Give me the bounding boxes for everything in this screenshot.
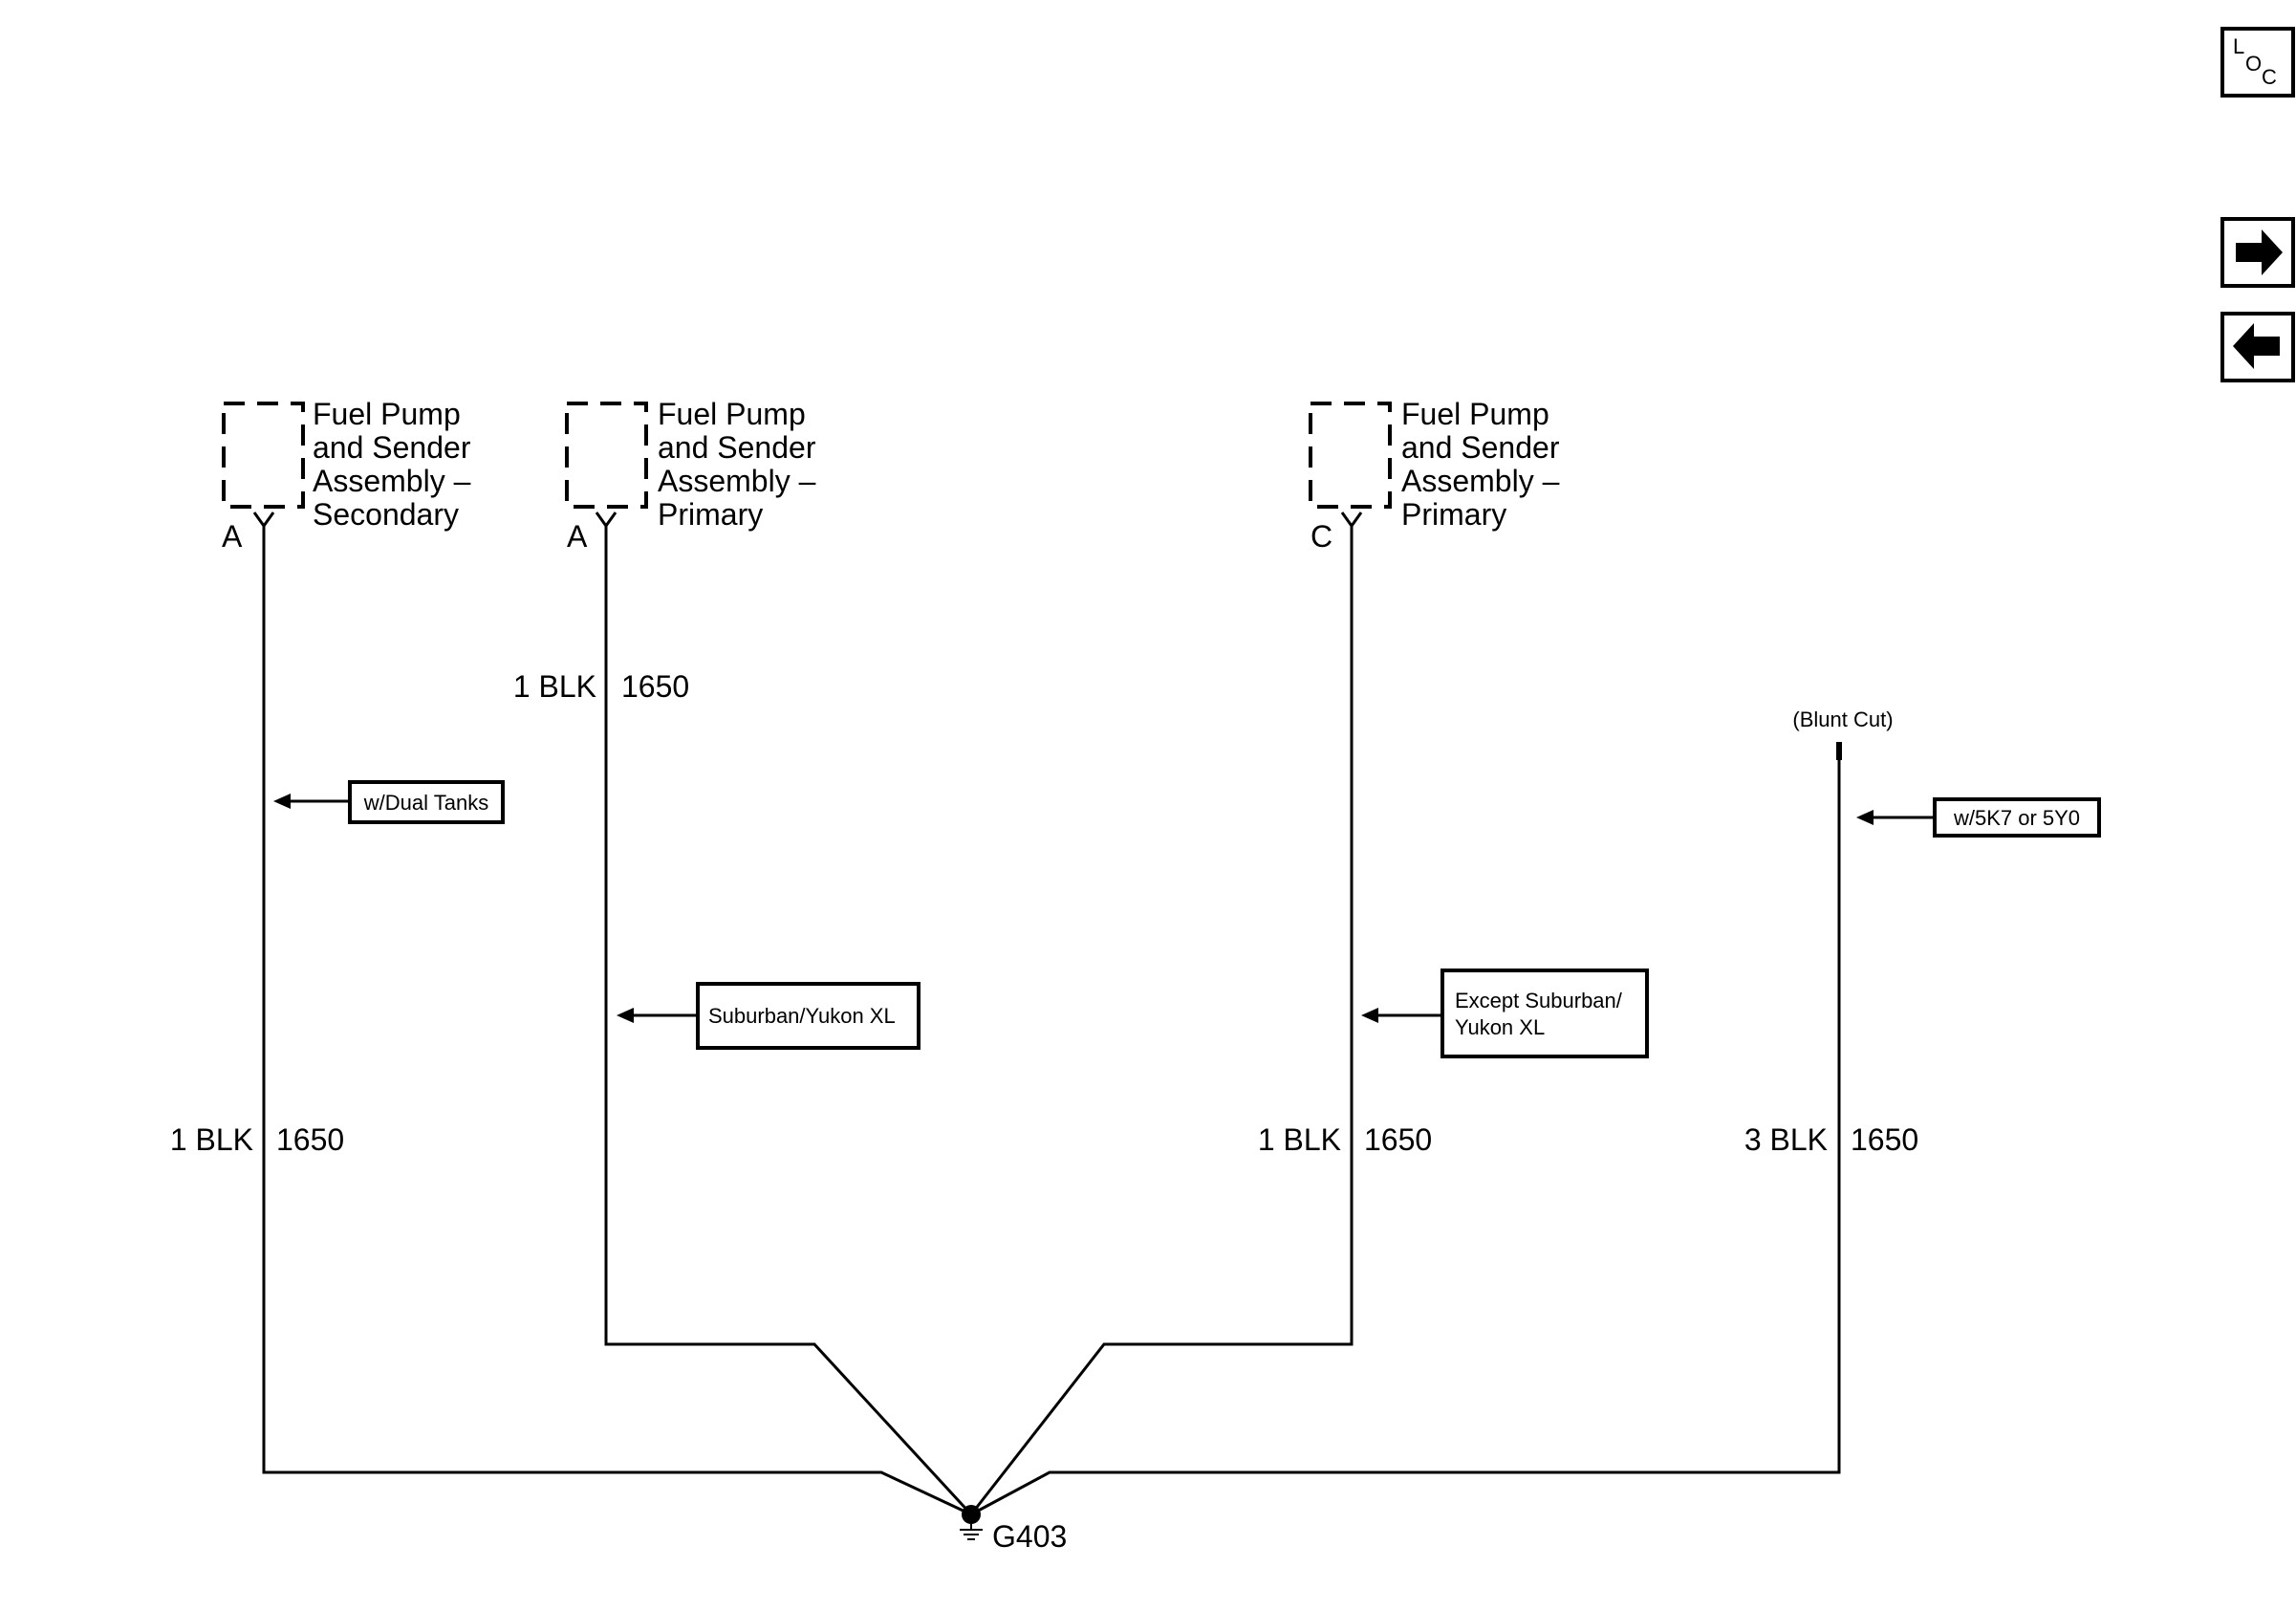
arrow-left-icon bbox=[617, 1008, 634, 1023]
option-box-suburban bbox=[696, 982, 921, 1050]
loc-letter: C bbox=[2262, 65, 2277, 89]
component-outline bbox=[565, 402, 648, 509]
component-name-line: and Sender bbox=[1401, 430, 1560, 465]
component-name-line: Primary bbox=[1401, 497, 1506, 532]
component-outline bbox=[1309, 402, 1392, 509]
splice-dot bbox=[962, 1505, 981, 1524]
wire-blunt-cut bbox=[970, 746, 1841, 1516]
wire-size-color: 1 BLK bbox=[1258, 1122, 1341, 1157]
wire-size-color: 3 BLK bbox=[1744, 1122, 1828, 1157]
component-name-line: and Sender bbox=[313, 430, 471, 465]
component-name-line: Secondary bbox=[313, 497, 459, 532]
wire-size-color: 1 BLK bbox=[513, 669, 596, 704]
option-box-dual-tanks bbox=[348, 780, 505, 824]
option-label: Except Suburban/ bbox=[1455, 989, 1623, 1012]
option-label: w/5K7 or 5Y0 bbox=[1953, 806, 2080, 830]
component-name-line: Fuel Pump bbox=[313, 397, 461, 431]
component-name-line: Fuel Pump bbox=[1401, 397, 1549, 431]
wire-circuit: 1650 bbox=[276, 1122, 344, 1157]
connector-pin-icon bbox=[1340, 512, 1363, 529]
ground-label: G403 bbox=[992, 1519, 1067, 1554]
wire-circuit: 1650 bbox=[1364, 1122, 1432, 1157]
connector-pin-icon bbox=[252, 512, 275, 529]
ground-g403: G403 bbox=[960, 1505, 1067, 1554]
component-name-line: Fuel Pump bbox=[658, 397, 806, 431]
component-name-line: Primary bbox=[658, 497, 763, 532]
next-page-button[interactable] bbox=[2220, 217, 2295, 288]
connector-pin-label: C bbox=[1310, 519, 1332, 554]
option-label: w/Dual Tanks bbox=[363, 791, 488, 815]
connector-pin-label: A bbox=[567, 519, 588, 554]
component-outline bbox=[222, 402, 305, 509]
wire-primary-except-suburban bbox=[969, 526, 1354, 1515]
connector-pin-icon bbox=[595, 512, 617, 529]
wire-circuit: 1650 bbox=[621, 669, 689, 704]
component-name-line: Assembly – bbox=[313, 464, 471, 498]
fuel-pump-primary-suburban: Fuel Pump and Sender Assembly – Primary … bbox=[565, 397, 816, 554]
option-label: Yukon XL bbox=[1455, 1015, 1545, 1039]
arrow-left-icon bbox=[1361, 1008, 1378, 1023]
wire-labels: 1 BLK 1650 1 BLK 1650 1 BLK 1650 3 BLK 1… bbox=[170, 669, 1918, 1157]
option-callouts: w/Dual Tanks Suburban/Yukon XL Except Su… bbox=[273, 780, 2101, 1058]
arrow-left-icon bbox=[273, 794, 291, 809]
fuel-pump-secondary: Fuel Pump and Sender Assembly – Secondar… bbox=[222, 397, 471, 554]
arrow-left-icon bbox=[1856, 810, 1874, 825]
loc-letter: O bbox=[2245, 52, 2262, 76]
wire-size-color: 1 BLK bbox=[170, 1122, 253, 1157]
option-label: Suburban/Yukon XL bbox=[708, 1004, 896, 1028]
option-box-except-suburban bbox=[1440, 969, 1649, 1058]
wire-circuit: 1650 bbox=[1851, 1122, 1918, 1157]
wire-secondary-pump bbox=[262, 526, 972, 1516]
option-box-5k7 bbox=[1933, 797, 2101, 838]
loc-letter: L bbox=[2233, 34, 2244, 58]
wire-harness bbox=[262, 526, 1842, 1516]
location-button-frame bbox=[2220, 27, 2295, 98]
component-name-line: and Sender bbox=[658, 430, 816, 465]
wire-primary-suburban bbox=[604, 526, 973, 1516]
connector-pin-label: A bbox=[222, 519, 243, 554]
arrow-left-icon bbox=[2233, 323, 2280, 369]
blunt-cut-label: (Blunt Cut) bbox=[1792, 708, 1893, 731]
ground-icon bbox=[960, 1524, 983, 1540]
location-button[interactable]: L O C bbox=[2220, 27, 2295, 98]
component-name-line: Assembly – bbox=[1401, 464, 1560, 498]
component-name-line: Assembly – bbox=[658, 464, 816, 498]
previous-page-button[interactable] bbox=[2220, 312, 2295, 382]
fuel-pump-primary-except-suburban: Fuel Pump and Sender Assembly – Primary … bbox=[1309, 397, 1560, 554]
arrow-right-icon bbox=[2236, 229, 2283, 275]
